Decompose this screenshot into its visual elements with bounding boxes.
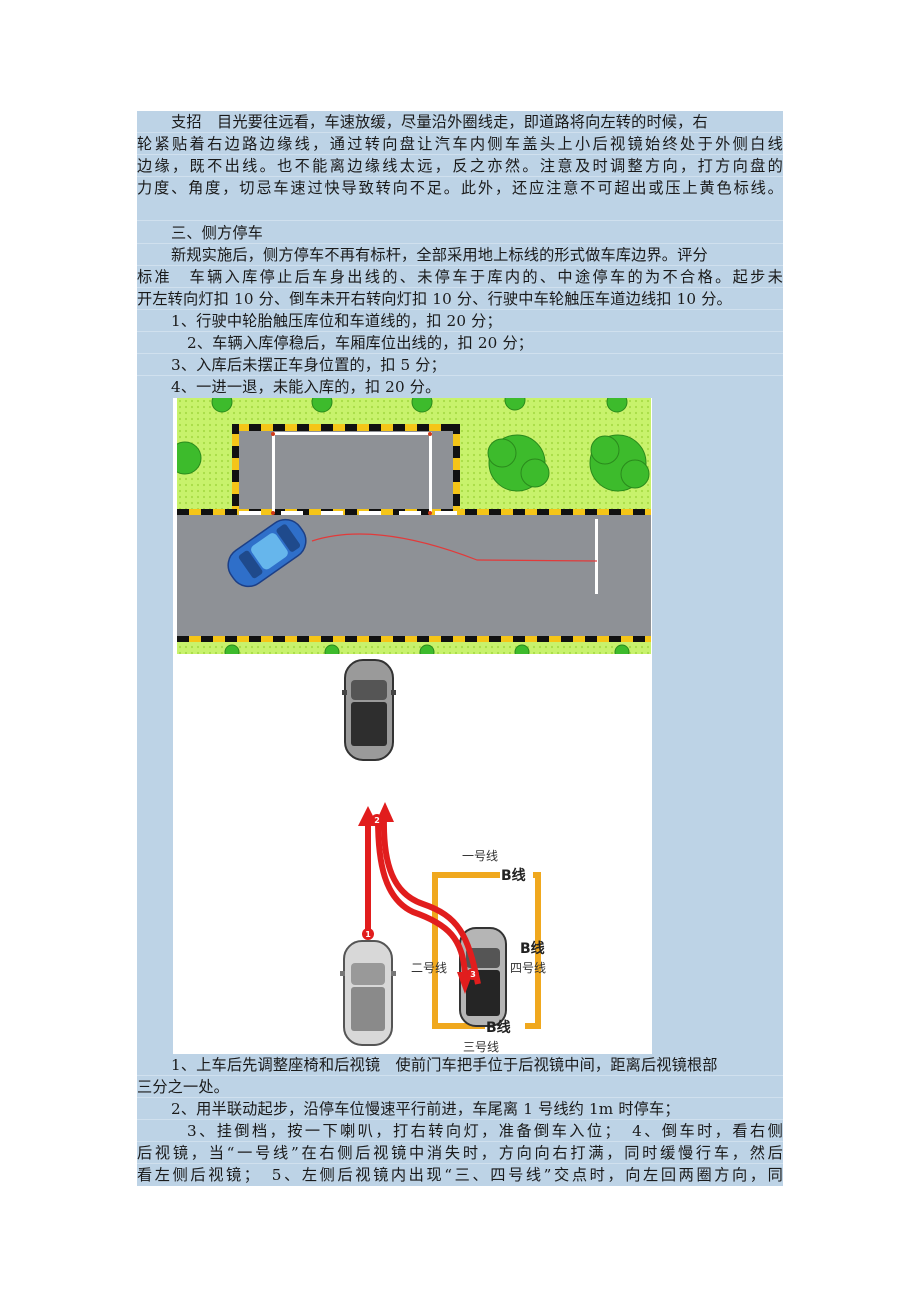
- car-icon: [342, 659, 396, 761]
- intro-line-1: 新规实施后，侧方停车不再有标杆，全部采用地上标线的形式做车库边界。评分: [137, 244, 783, 266]
- figure-container: 1 2 3 一号线 二号线 三号线 四号线 B线 B线 B线: [173, 398, 652, 1054]
- intro-line-3: 开左转向灯扣 10 分、倒车未开右转向灯扣 10 分、行驶中车轮触压车道边线扣 …: [137, 288, 783, 310]
- step-marker-3: 3: [470, 970, 476, 979]
- step-line-6: 看左侧后视镜； 5、左侧后视镜内出现“三、四号线”交点时，向左回两圈方向，同: [137, 1166, 783, 1184]
- label-b-top: B线: [501, 867, 526, 884]
- step-marker-1: 1: [365, 930, 371, 939]
- parallel-parking-diagram: [177, 398, 651, 654]
- deduction-item-1: 1、行驶中轮胎触压库位和车道线的，扣 20 分；: [137, 310, 783, 332]
- step-marker-2: 2: [374, 816, 380, 825]
- text-block-top: 支招 目光要往远看，车速放缓，尽量沿外圈线走，即道路将向左转的时候，右 轮紧贴着…: [137, 111, 783, 398]
- tip-line-2: 轮紧贴着右边路边缘线，通过转向盘让汽车内侧车盖头上小后视镜始终处于外侧白线: [137, 135, 783, 155]
- arrow-icon: [365, 817, 481, 985]
- text-block-bottom: 1、上车后先调整座椅和后视镜 使前门车把手位于后视镜中间，距离后视镜根部 三分之…: [137, 1054, 783, 1186]
- tree-icon: [177, 398, 650, 654]
- tip-line-3: 边缘，既不出线。也不能离边缘线太远，反之亦然。注意及时调整方向，打方向盘的: [137, 157, 783, 177]
- car-icon: [340, 940, 396, 1046]
- deduction-item-4: 4、一进一退，未能入库的，扣 20 分。: [171, 378, 441, 396]
- parking-path-line: [311, 533, 598, 562]
- step-line-4: 3、挂倒档，按一下喇叭，打右转向灯，准备倒车入位； 4、倒车时，看右侧: [137, 1120, 783, 1142]
- tip-line-4: 力度、角度，切忌车速过快导致转向不足。此外，还应注意不可超出或压上黄色标线。: [137, 177, 783, 221]
- section-heading: 三、侧方停车: [137, 222, 783, 244]
- label-line-3: 三号线: [463, 1040, 499, 1054]
- parking-frame: [432, 872, 541, 1029]
- step-marker: [362, 814, 479, 980]
- label-line-4: 四号线: [510, 961, 546, 975]
- label-line-2: 二号线: [411, 961, 447, 975]
- tip-line-1: 支招 目光要往远看，车速放缓，尽量沿外圈线走，即道路将向左转的时候，右: [137, 111, 783, 133]
- deduction-item-2: 2、车辆入库停稳后，车厢库位出线的，扣 20 分；: [137, 332, 783, 354]
- label-b-bottom: B线: [486, 1019, 511, 1036]
- step-line-5: 后视镜，当“一号线”在右侧后视镜中消失时，方向向右打满，同时缓慢行车，然后: [137, 1144, 783, 1164]
- intro-line-2: 标准 车辆入库停止后车身出线的、未停车于库内的、中途停车的为不合格。起步未: [137, 268, 783, 288]
- step-line-2: 三分之一处。: [137, 1076, 783, 1098]
- label-b-right: B线: [520, 940, 545, 957]
- step-line-3: 2、用半联动起步，沿停车位慢速平行前进，车尾离 1 号线约 1m 时停车；: [137, 1098, 783, 1120]
- parking-steps-diagram: 1 2 3 一号线 二号线 三号线 四号线 B线 B线 B线: [340, 659, 546, 1054]
- deduction-item-3: 3、入库后未摆正车身位置的，扣 5 分；: [137, 354, 783, 376]
- label-line-1: 一号线: [462, 849, 498, 863]
- step-line-1: 1、上车后先调整座椅和后视镜 使前门车把手位于后视镜中间，距离后视镜根部: [137, 1054, 783, 1076]
- car-icon: [227, 518, 307, 588]
